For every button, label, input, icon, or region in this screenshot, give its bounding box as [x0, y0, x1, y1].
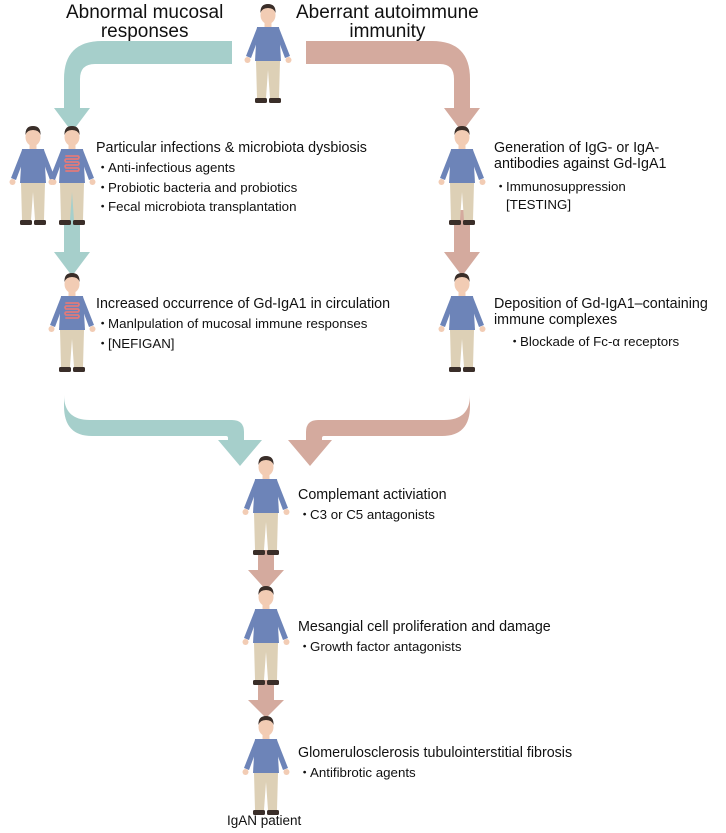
header-right-line-1: Aberrant autoimmune — [296, 2, 479, 23]
step-infections: Particular infections & microbiota dysbi… — [96, 140, 367, 214]
step-title: Mesangial cell proliferation and damage — [298, 619, 551, 635]
header-abnormal-mucosal: Abnormal mucosal responses — [66, 3, 223, 41]
teal-arrows — [54, 41, 262, 466]
igan-patient-label: IgAN patient — [227, 813, 302, 828]
person-gd-iga1-icon — [48, 273, 96, 372]
step-title-line-1: Deposition of Gd-IgA1–containing — [494, 296, 708, 312]
person-green-icon — [9, 126, 57, 225]
step-item: ・Blockade of Fc-α receptors — [508, 333, 680, 349]
step-item: ・[NEFIGAN] — [96, 335, 175, 351]
person-mesangial-icon — [242, 586, 290, 685]
step-glomerulosclerosis: Glomerulosclerosis tubulointerstitial fi… — [298, 745, 572, 781]
step-title-line-2: antibodies against Gd-IgA1 — [494, 156, 667, 173]
step-item: ・Growth factor antagonists — [298, 639, 462, 655]
step-mesangial-proliferation: Mesangial cell proliferation and damage … — [298, 619, 551, 655]
teal-top-arrow — [64, 41, 232, 108]
step-item: ・Probiotic bacteria and probiotics — [96, 179, 298, 195]
person-deposition-icon — [438, 273, 486, 372]
step-item: ・Immunosuppression — [494, 178, 626, 194]
step-item: ・Manlpulation of mucosal immune response… — [96, 316, 368, 332]
step-title: Increased occurrence of Gd-IgA1 in circu… — [96, 296, 391, 312]
step-title-line-2: immune complexes — [494, 312, 618, 329]
step-immune-complex-deposition: Deposition of Gd-IgA1–containing immune … — [494, 296, 708, 349]
rose-mid-arrowhead — [444, 252, 480, 276]
rose-center-shaft-2 — [258, 680, 274, 700]
rose-center-shaft-1 — [258, 550, 274, 570]
rose-center-arrowhead-1 — [248, 570, 284, 590]
teal-bottom-arrowhead — [218, 440, 262, 466]
step-note: [TESTING] — [506, 197, 572, 213]
rose-bottom-arrow — [306, 372, 470, 448]
step-title: Glomerulosclerosis tubulointerstitial fi… — [298, 745, 573, 761]
step-title: Particular infections & microbiota dysbi… — [96, 140, 367, 156]
header-left-line-2: responses — [100, 21, 189, 42]
header-right-line-2: immunity — [349, 21, 426, 42]
step-title: Complemant activiation — [298, 487, 447, 503]
teal-mid-arrowhead — [54, 252, 90, 276]
step-gd-iga1-circulation: Increased occurrence of Gd-IgA1 in circu… — [96, 296, 390, 351]
step-item: ・Antifibrotic agents — [298, 765, 416, 781]
teal-bottom-arrow — [64, 372, 244, 448]
step-antibody-generation: Generation of IgG- or IgA- antibodies ag… — [494, 140, 666, 212]
header-left-line-1: Abnormal mucosal — [66, 2, 224, 23]
person-top-icon — [244, 4, 292, 103]
rose-top-arrow — [306, 41, 470, 108]
rose-bottom-arrowhead — [288, 440, 332, 466]
person-igan-patient-icon — [242, 716, 290, 815]
step-item: ・Fecal microbiota transplantation — [96, 199, 297, 214]
step-title-line-1: Generation of IgG- or IgA- — [494, 140, 660, 156]
teal-top-arrowhead — [54, 108, 90, 132]
rose-center-arrowhead-2 — [248, 700, 284, 718]
person-complement-icon — [242, 456, 290, 555]
step-complement-activation: Complemant activiation ・C3 or C5 antagon… — [298, 487, 447, 523]
header-aberrant-autoimmune: Aberrant autoimmune immunity — [296, 3, 479, 41]
step-item: ・Anti-infectious agents — [96, 160, 236, 176]
step-item: ・C3 or C5 antagonists — [298, 507, 435, 523]
rose-top-arrowhead — [444, 108, 480, 132]
